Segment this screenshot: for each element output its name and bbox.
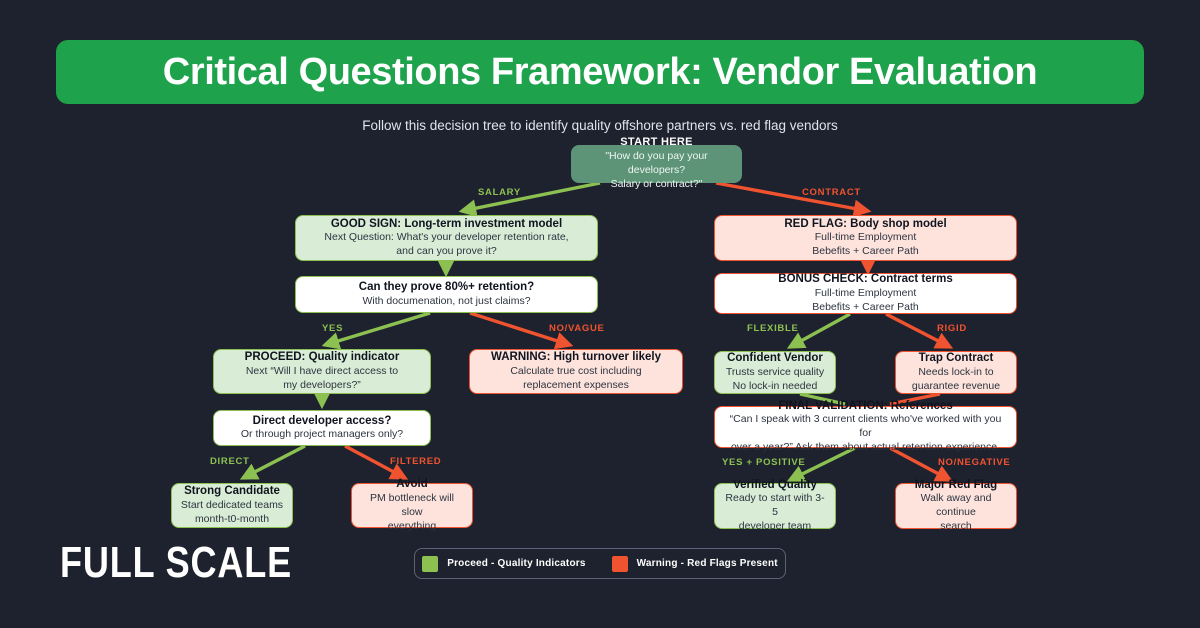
- legend-swatch-green: [422, 555, 439, 572]
- node-title: Avoid: [396, 478, 428, 491]
- node-title: START HERE: [620, 136, 693, 149]
- node-line2: developer team: [738, 520, 812, 533]
- node-good-sign[interactable]: GOOD SIGN: Long-term investment model Ne…: [295, 215, 598, 261]
- node-trap-contract[interactable]: Trap Contract Needs lock-in to guarantee…: [895, 351, 1017, 394]
- legend-label-warning: Warning - Red Flags Present: [636, 558, 778, 569]
- page-subtitle: Follow this decision tree to identify qu…: [362, 118, 838, 133]
- node-title: Strong Candidate: [184, 485, 280, 498]
- node-line1: PM bottleneck will slow: [369, 491, 455, 518]
- node-warning-turnover[interactable]: WARNING: High turnover likely Calculate …: [469, 349, 683, 394]
- node-proceed[interactable]: PROCEED: Quality indicator Next “Will I …: [213, 349, 431, 394]
- node-line2: guarantee revenue: [911, 379, 1001, 392]
- node-start-here[interactable]: START HERE "How do you pay your develope…: [571, 136, 742, 190]
- legend-swatch-red: [611, 555, 628, 572]
- node-access-question[interactable]: Direct developer access? Or through proj…: [213, 410, 431, 446]
- node-line1: Walk away and continue: [920, 492, 992, 519]
- edge-label-flexible: FLEXIBLE: [747, 323, 799, 334]
- node-line1: Ready to start with 3-5: [725, 492, 825, 519]
- node-line2: Salary or contract?": [610, 177, 703, 190]
- edge-label-filtered: FILTERED: [390, 456, 442, 467]
- page-title: Critical Questions Framework: Vendor Eva…: [162, 50, 1038, 93]
- node-final-validation[interactable]: FINAL VALIDATION: References “Can I spea…: [714, 400, 1017, 453]
- legend: Proceed - Quality Indicators Warning - R…: [414, 548, 786, 579]
- node-line2: Bebefits + Career Path: [812, 245, 919, 258]
- node-title: Can they prove 80%+ retention?: [358, 281, 535, 294]
- node-line1: With documenation, not just claims?: [362, 294, 531, 307]
- node-line1: Next “Will I have direct access to: [245, 364, 399, 377]
- node-title: FINAL VALIDATION: References: [778, 399, 953, 412]
- node-line1: "How do you pay your developers?: [605, 149, 708, 176]
- node-avoid[interactable]: Avoid PM bottleneck will slow everything: [351, 478, 473, 532]
- node-line1: Full-time Employment: [814, 231, 917, 244]
- edge-direct: [239, 444, 306, 480]
- node-line2: Bebefits + Career Path: [812, 300, 919, 313]
- node-line2: and can you prove it?: [396, 245, 497, 258]
- edge-label-yes-positive: YES + POSITIVE: [722, 457, 806, 468]
- title-banner: Critical Questions Framework: Vendor Eva…: [56, 40, 1144, 104]
- node-title: BONUS CHECK: Contract terms: [778, 273, 953, 286]
- edge-label-no-negative: NO/NEGATIVE: [938, 457, 1011, 468]
- node-line2: replacement expenses: [523, 378, 629, 391]
- legend-label-proceed: Proceed - Quality Indicators: [447, 558, 586, 569]
- node-confident-vendor[interactable]: Confident Vendor Trusts service quality …: [714, 351, 836, 394]
- node-line1: Or through project managers only?: [240, 428, 404, 441]
- node-line2: my developers?”: [283, 378, 361, 391]
- node-title: Direct developer access?: [252, 414, 392, 427]
- node-title: WARNING: High turnover likely: [491, 351, 661, 364]
- edge-label-direct: DIRECT: [210, 456, 250, 467]
- node-line1: Next Question: What's your developer ret…: [324, 231, 569, 244]
- node-line1: Calculate true cost including: [510, 364, 642, 377]
- node-line2: month-t0-month: [194, 512, 270, 525]
- node-title: Confident Vendor: [727, 352, 823, 365]
- node-line1: Needs lock-in to: [918, 365, 994, 378]
- node-line1: Full-time Employment: [814, 286, 917, 299]
- node-title: PROCEED: Quality indicator: [244, 351, 400, 364]
- node-title: Major Red Flag: [914, 478, 998, 491]
- node-line2: over a year?” Ask them about actual rete…: [730, 441, 1001, 454]
- edge-label-yes: YES: [322, 323, 344, 334]
- node-line2: search: [940, 520, 972, 533]
- node-red-flag[interactable]: RED FLAG: Body shop model Full-time Empl…: [714, 215, 1017, 261]
- node-title: Trap Contract: [918, 352, 994, 365]
- node-title: GOOD SIGN: Long-term investment model: [330, 217, 563, 230]
- edge-flexible: [786, 312, 851, 349]
- legend-item-warning: Warning - Red Flags Present: [611, 555, 778, 572]
- node-line1: “Can I speak with 3 current clients who'…: [729, 413, 1002, 440]
- brand-logo: FULL SCALE: [60, 538, 293, 587]
- edge-label-salary: SALARY: [478, 187, 521, 198]
- node-major-red-flag[interactable]: Major Red Flag Walk away and continue se…: [895, 479, 1017, 532]
- node-line2: everything: [387, 519, 437, 532]
- node-verified-quality[interactable]: Verified Quality Ready to start with 3-5…: [714, 479, 836, 532]
- node-line2: No lock-in needed: [732, 379, 818, 392]
- edge-label-rigid: RIGID: [937, 323, 967, 334]
- node-line1: Start dedicated teams: [180, 498, 284, 511]
- node-title: RED FLAG: Body shop model: [784, 217, 947, 230]
- legend-item-proceed: Proceed - Quality Indicators: [422, 555, 586, 572]
- node-bonus-check[interactable]: BONUS CHECK: Contract terms Full-time Em…: [714, 273, 1017, 314]
- edge-label-no-vague: NO/VAGUE: [549, 323, 605, 334]
- node-line1: Trusts service quality: [725, 365, 825, 378]
- node-retention-question[interactable]: Can they prove 80%+ retention? With docu…: [295, 276, 598, 313]
- node-title: Verified Quality: [733, 478, 817, 491]
- node-strong-candidate[interactable]: Strong Candidate Start dedicated teams m…: [171, 483, 293, 528]
- edge-label-contract: CONTRACT: [802, 187, 861, 198]
